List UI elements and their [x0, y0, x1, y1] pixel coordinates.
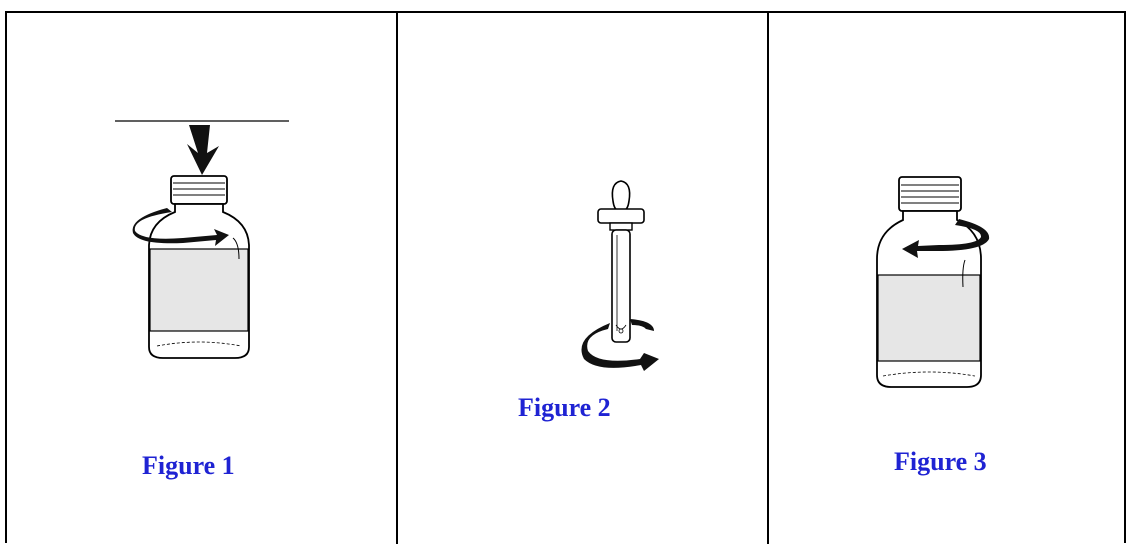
bottle-twist-illustration	[876, 176, 990, 388]
dropper-bulb-icon	[611, 180, 631, 212]
down-arrow-icon	[187, 125, 219, 175]
dropper-tube-icon	[611, 229, 631, 343]
figure-cell-2: Figure 2	[398, 13, 767, 544]
column-divider	[396, 11, 398, 544]
figure-caption: Figure 1	[142, 451, 235, 480]
figure-caption: Figure 3	[894, 447, 987, 476]
figure-cell-1: Figure 1	[7, 13, 396, 544]
figure-table	[5, 11, 1126, 543]
rotate-arrow-icon	[630, 319, 654, 331]
rotate-arrow-icon	[132, 208, 229, 246]
figure-cell-3: Figure 3	[769, 13, 1126, 544]
figure-caption: Figure 2	[518, 393, 611, 422]
bottle-press-twist-illustration	[115, 120, 289, 359]
rotate-arrow-icon	[902, 219, 990, 258]
column-divider	[767, 11, 769, 544]
dropper-twist-illustration	[581, 180, 659, 371]
